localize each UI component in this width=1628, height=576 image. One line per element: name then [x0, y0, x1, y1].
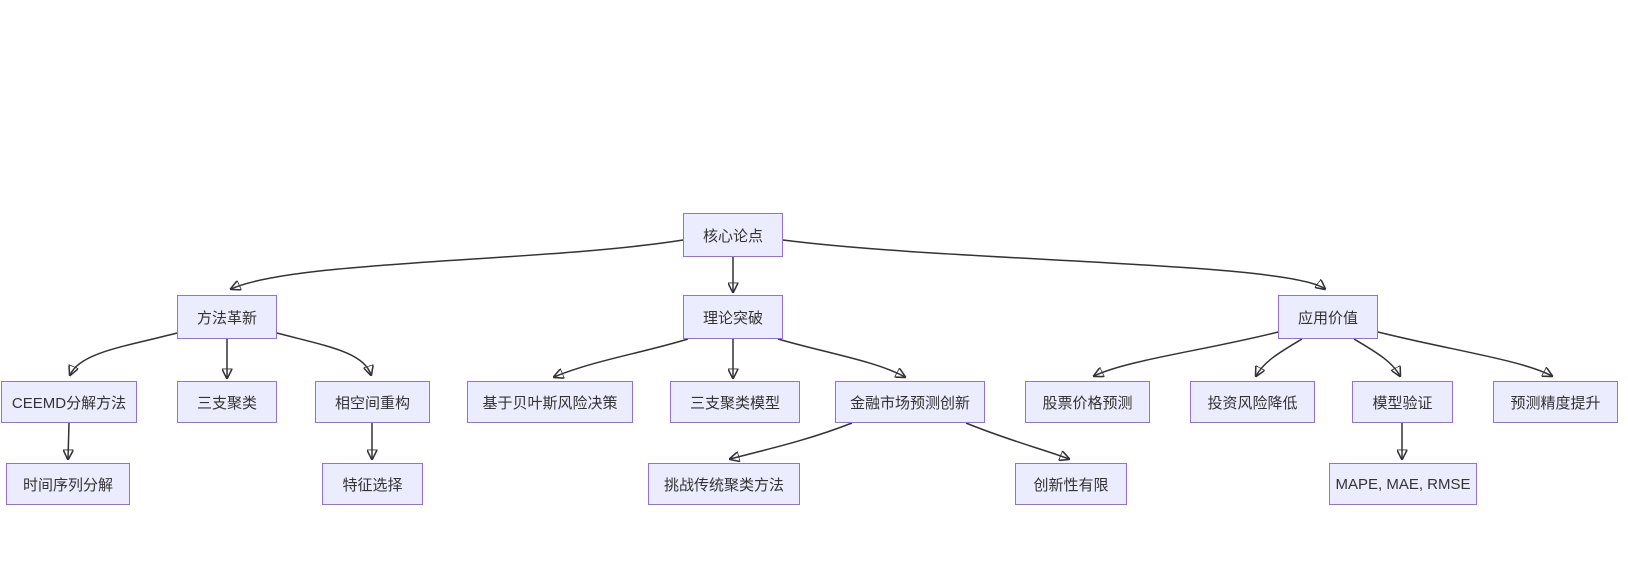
- node-phase-space-reconstruction: 相空间重构: [315, 381, 430, 423]
- node-bayesian-risk-decision: 基于贝叶斯风险决策: [467, 381, 633, 423]
- edge-application-to-validation: [1353, 338, 1400, 376]
- node-time-series-decomposition: 时间序列分解: [6, 463, 130, 505]
- edge-finance-to-limited: [965, 422, 1069, 459]
- edge-application-to-accuracy: [1377, 331, 1552, 376]
- node-method-innovation: 方法革新: [177, 295, 277, 339]
- node-forecast-accuracy-improvement: 预测精度提升: [1493, 381, 1618, 423]
- node-financial-market-forecast-innovation: 金融市场预测创新: [835, 381, 985, 423]
- node-feature-selection: 特征选择: [322, 463, 423, 505]
- edge-application-to-risk: [1256, 338, 1303, 376]
- edge-ceemd-to-ts-decomp: [68, 422, 69, 459]
- node-investment-risk-reduction: 投资风险降低: [1190, 381, 1315, 423]
- edge-core-to-method: [231, 239, 684, 289]
- node-limited-innovation: 创新性有限: [1015, 463, 1127, 505]
- edge-method-to-ceemd: [70, 332, 178, 375]
- node-theory-breakthrough: 理论突破: [683, 295, 783, 339]
- node-three-way-clustering-model: 三支聚类模型: [670, 381, 800, 423]
- edge-application-to-stock: [1094, 331, 1279, 376]
- node-challenge-traditional-clustering: 挑战传统聚类方法: [648, 463, 800, 505]
- node-application-value: 应用价值: [1278, 295, 1378, 339]
- edge-theory-to-finance: [777, 338, 905, 377]
- node-model-validation: 模型验证: [1352, 381, 1453, 423]
- node-core-argument: 核心论点: [683, 213, 783, 257]
- node-ceemd-decomposition: CEEMD分解方法: [1, 381, 137, 423]
- edge-method-to-phase-space: [276, 332, 371, 375]
- node-three-way-clustering: 三支聚类: [177, 381, 277, 423]
- node-evaluation-metrics: MAPE, MAE, RMSE: [1329, 463, 1477, 505]
- edge-finance-to-challenge: [730, 422, 853, 459]
- edge-core-to-application: [782, 239, 1325, 289]
- node-stock-price-prediction: 股票价格预测: [1025, 381, 1150, 423]
- edge-theory-to-bayes: [554, 338, 689, 377]
